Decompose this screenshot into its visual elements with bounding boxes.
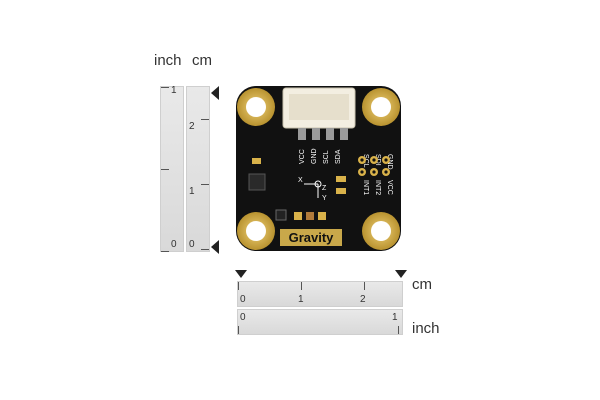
marker-triangle-left xyxy=(235,270,247,278)
mounting-hole-bottom-left xyxy=(237,212,275,250)
pin-label-gnd: GND xyxy=(311,148,318,164)
cm-tick-0: 0 xyxy=(189,239,195,250)
axis-z-label: Z xyxy=(322,185,327,192)
pin-label-sda: SDA xyxy=(335,149,342,164)
axis-x-label: X xyxy=(298,177,303,184)
marker-triangle-right xyxy=(395,270,407,278)
pin-label-int2: INT2 xyxy=(374,180,381,195)
cm-tick-h-2: 2 xyxy=(360,294,366,305)
horizontal-inch-ruler: 0 1 xyxy=(237,309,403,335)
inch-tick-0: 0 xyxy=(171,239,177,250)
pin-label-vcc: VCC xyxy=(299,149,306,164)
pin-label-int1: INT1 xyxy=(362,180,369,195)
inch-tick-1: 1 xyxy=(171,85,177,96)
sensor-board-photo: VCC GND SCL SDA SCL SDI GND INT1 INT2 VC… xyxy=(236,86,401,251)
mounting-hole-top-left xyxy=(237,88,275,126)
axis-y-label: Y xyxy=(322,195,327,202)
brand-label: Gravity xyxy=(289,230,335,245)
inch-tick-h-0: 0 xyxy=(240,312,246,323)
cm-tick-2: 2 xyxy=(189,121,195,132)
smd-components xyxy=(248,158,346,221)
gravity-connector xyxy=(282,87,356,140)
mounting-hole-bottom-right xyxy=(362,212,400,250)
mounting-hole-top-right xyxy=(362,88,400,126)
cm-unit-label-horizontal: cm xyxy=(412,276,432,293)
inch-unit-label-horizontal: inch xyxy=(412,320,440,337)
pin-label-vcc-right: VCC xyxy=(386,180,393,195)
cm-tick-h-0: 0 xyxy=(240,294,246,305)
cm-tick-h-1: 1 xyxy=(298,294,304,305)
axis-marking xyxy=(304,180,322,198)
inch-tick-h-1: 1 xyxy=(392,312,398,323)
inch-unit-label-vertical: inch xyxy=(154,52,182,69)
cm-tick-1: 1 xyxy=(189,186,195,197)
pin-label-scl: SCL xyxy=(323,150,330,164)
horizontal-cm-ruler: 0 1 2 xyxy=(237,281,403,307)
vertical-cm-ruler: 2 1 0 xyxy=(186,86,210,252)
marker-triangle-bottom xyxy=(211,240,219,254)
brand-plate xyxy=(280,229,342,246)
marker-triangle-top xyxy=(211,86,219,100)
vertical-inch-ruler: 1 0 xyxy=(160,85,184,252)
cm-unit-label-vertical: cm xyxy=(192,52,212,69)
